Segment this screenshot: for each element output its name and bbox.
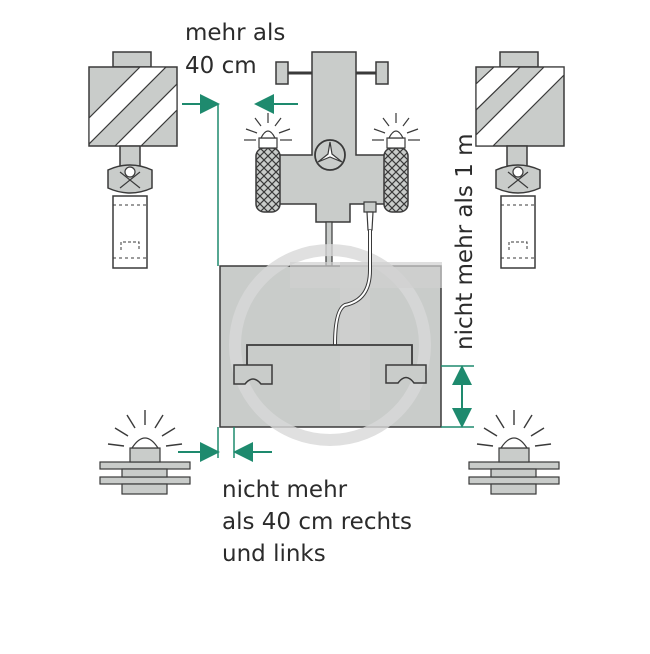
label-bottom-line3: und links (222, 541, 326, 567)
rotating-beacon-right (468, 410, 560, 495)
tractor-rear (244, 51, 420, 267)
dimension-markers (178, 94, 474, 462)
label-top-left-line1: mehr als (185, 20, 286, 46)
label-bottom-line1: nicht mehr (222, 477, 348, 503)
rotating-beacon-left (99, 410, 191, 495)
warning-board-right (475, 51, 565, 269)
label-right-vertical: nicht mehr als 1 m (452, 133, 478, 350)
label-bottom-line2: als 40 cm rechts (222, 509, 413, 535)
label-top-left-line2: 40 cm (185, 53, 257, 79)
attachment-panel (219, 230, 442, 446)
warning-board-left (88, 51, 178, 269)
